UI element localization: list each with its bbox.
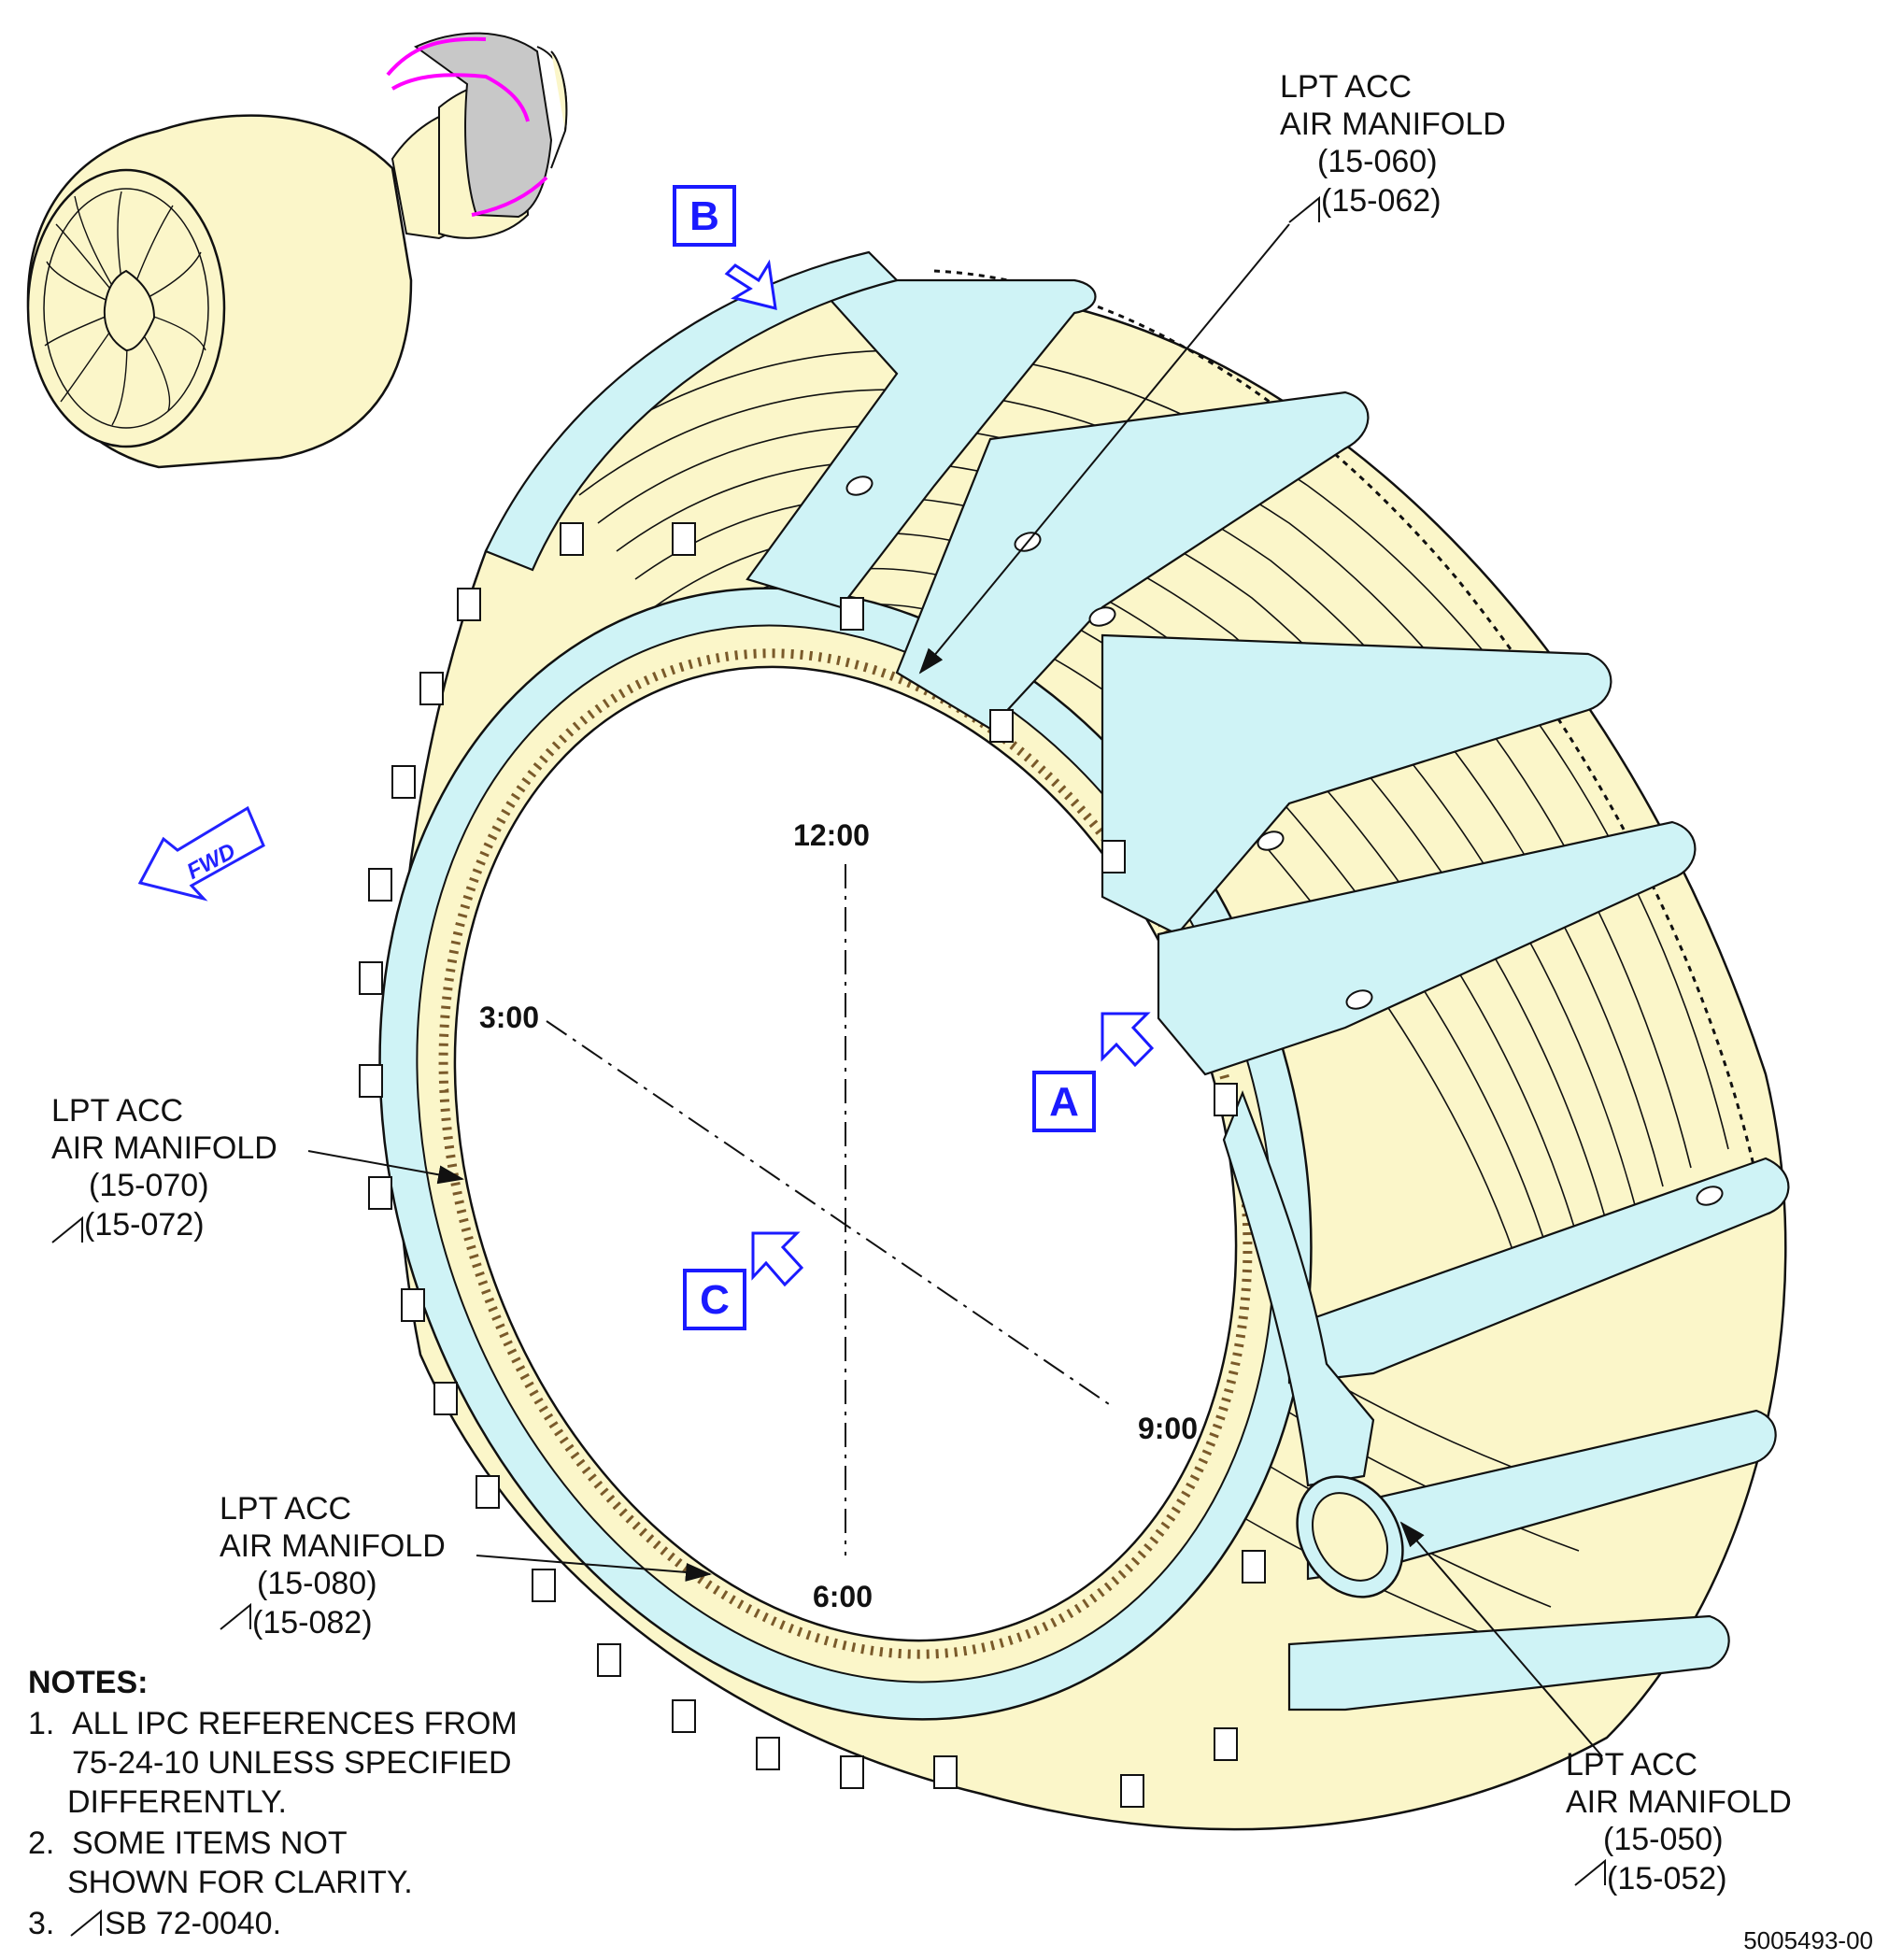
clock-label-6: 6:00 [813,1580,873,1613]
callout-ref: (15-070) [89,1168,209,1203]
figure-number: 5005493-00 [1743,1926,1873,1954]
view-arrow-b-icon [724,259,777,310]
view-arrow-a-icon [1101,1012,1155,1068]
note-2-line: SHOWN FOR CLARITY. [67,1865,413,1900]
notes-block: NOTES: 1. ALL IPC REFERENCES FROM 75-24-… [28,1665,518,1941]
clock-label-3: 3:00 [479,1001,539,1034]
fwd-arrow-icon [137,805,265,902]
callout-line2: AIR MANIFOLD [1566,1784,1792,1820]
note-3-text: SB 72-0040. [105,1906,281,1941]
callout-sb-ref: (15-062) [1321,183,1442,219]
view-label-a: A [1049,1079,1079,1125]
view-label-b: B [689,193,719,239]
note-3-number: 3. [28,1906,54,1941]
callout-lpt-acc-15-050: LPT ACC AIR MANIFOLD (15-050) (15-052) [1566,1747,1792,1896]
note-2-line: SOME ITEMS NOT [72,1825,348,1861]
note-2-number: 2. [28,1825,54,1861]
callout-lpt-acc-15-060: LPT ACC AIR MANIFOLD (15-060) (15-062) [1280,69,1506,219]
view-arrow-c-icon [751,1231,804,1287]
callout-line2: AIR MANIFOLD [1280,107,1506,142]
callout-lpt-acc-15-080: LPT ACC AIR MANIFOLD (15-080) (15-082) [220,1491,446,1640]
callout-ref: (15-060) [1317,144,1438,179]
callout-line1: LPT ACC [1566,1747,1697,1782]
callout-sb-ref: (15-072) [84,1207,205,1243]
clock-label-9: 9:00 [1138,1412,1198,1445]
clock-label-12: 12:00 [793,818,870,852]
note-1-line: DIFFERENTLY. [67,1784,287,1820]
note-1-number: 1. [28,1706,54,1741]
callout-line2: AIR MANIFOLD [220,1528,446,1564]
callout-lpt-acc-15-070: LPT ACC AIR MANIFOLD (15-070) (15-072) [51,1093,277,1243]
view-box-b [673,185,736,247]
view-label-c: C [700,1277,730,1323]
clock-reference-lines [546,864,1113,1555]
callout-line2: AIR MANIFOLD [51,1130,277,1166]
engine-locator-icon [26,32,568,469]
sb-reference-marks [51,195,1606,1937]
view-box-a [1032,1071,1096,1132]
notes-title: NOTES: [28,1665,148,1700]
callout-sb-ref: (15-082) [252,1605,373,1640]
callout-line1: LPT ACC [51,1093,183,1129]
note-1-line: ALL IPC REFERENCES FROM [72,1706,518,1741]
callout-line1: LPT ACC [220,1491,351,1527]
callout-line1: LPT ACC [1280,69,1412,105]
view-box-c [683,1269,746,1330]
callout-ref: (15-080) [257,1566,377,1601]
lpt-case-assembly [359,250,1790,1831]
note-1-line: 75-24-10 UNLESS SPECIFIED [72,1745,512,1781]
leader-lines [307,223,1603,1757]
callout-sb-ref: (15-052) [1607,1861,1727,1896]
callout-ref: (15-050) [1603,1822,1724,1857]
